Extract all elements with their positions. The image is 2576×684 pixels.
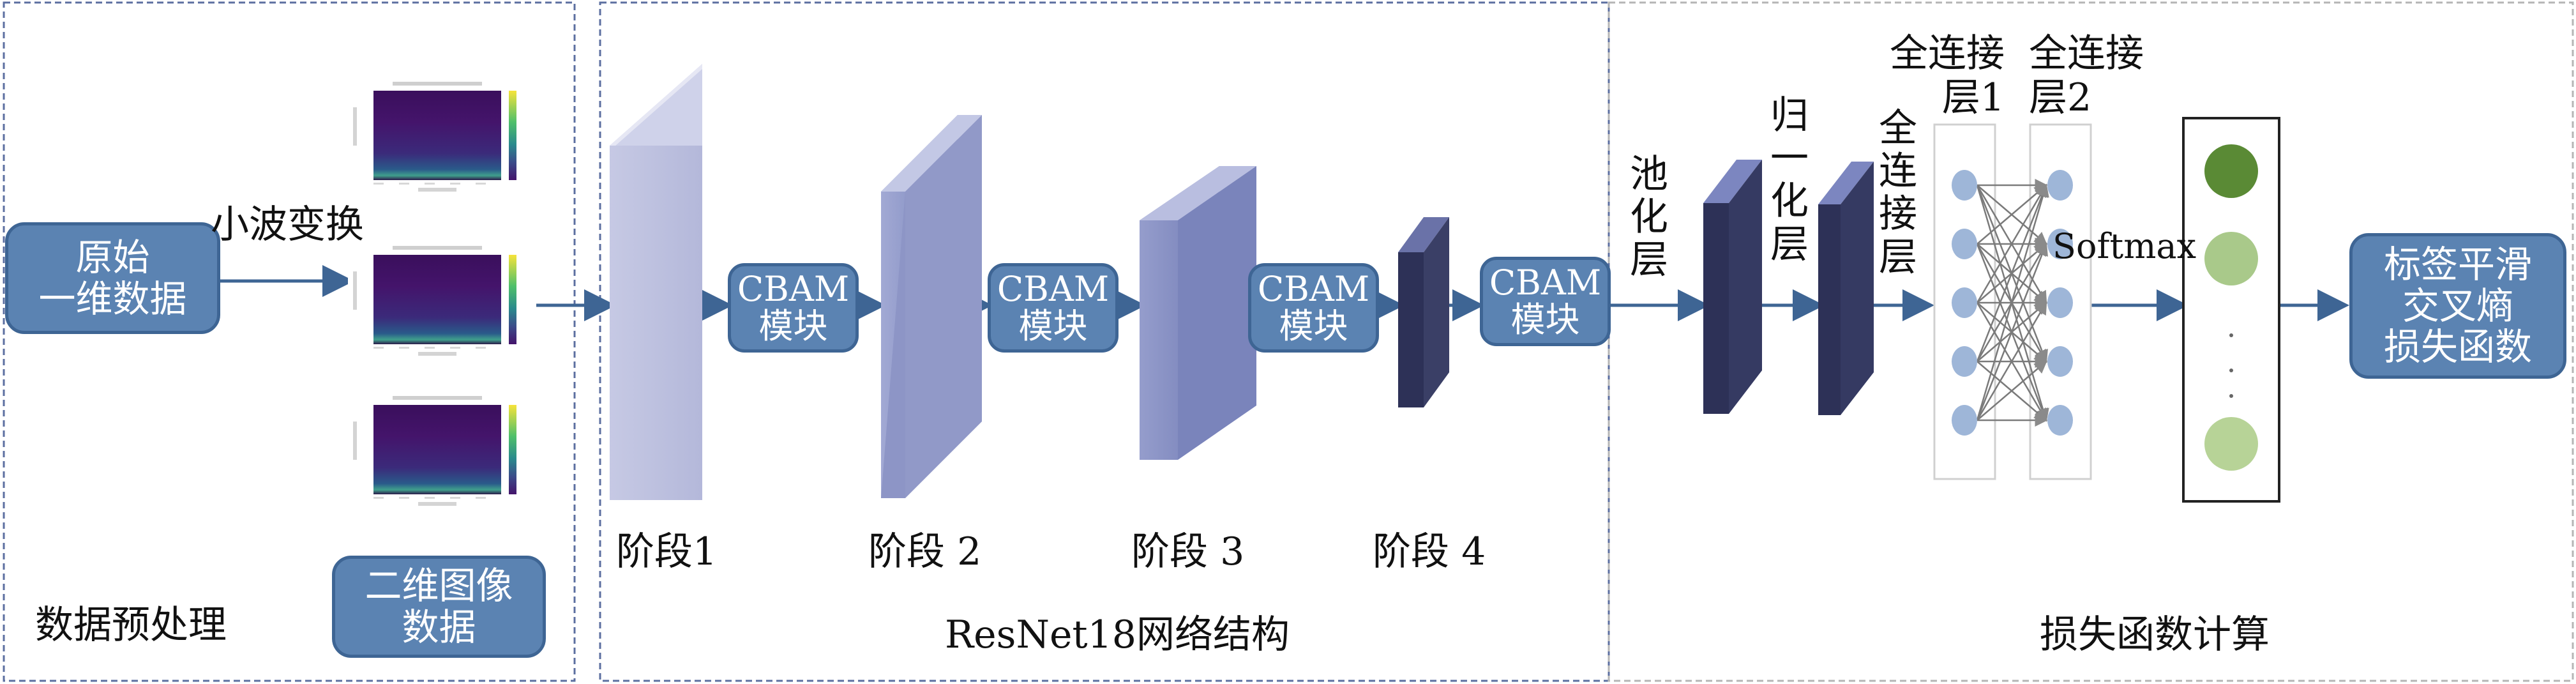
- stage2-label: 阶段 2: [868, 529, 982, 574]
- softmax-label: Softmax: [2053, 226, 2197, 266]
- fc1-node-2: [1952, 229, 1977, 259]
- spectrogram-image-3: [348, 396, 527, 508]
- fc2-label: 全连接 层2: [2029, 31, 2144, 120]
- input-box-label: 原始 一维数据: [38, 235, 187, 321]
- fc-connection-5-4: [1977, 360, 2047, 421]
- fc2-node-4: [2047, 346, 2073, 377]
- cbam-label-1: CBAM 模块: [737, 268, 850, 346]
- loss-box-label: 标签平滑 交叉熵 损失函数: [2383, 242, 2532, 369]
- section-resnet-title: ResNet18网络结构: [945, 612, 1290, 657]
- cbam-label-4: CBAM 模块: [1489, 262, 1602, 340]
- fc2-node-3: [2047, 287, 2073, 318]
- stage2-block: [881, 115, 982, 498]
- fc-connection-5-3: [1976, 301, 2047, 421]
- stage1-label: 阶段1: [616, 529, 718, 574]
- norm-layer: [1818, 162, 1874, 415]
- fc2-node-2: [2047, 229, 2073, 259]
- image-2d-data-box: 二维图像 数据: [332, 556, 546, 658]
- spectrogram-image-1: [348, 82, 527, 194]
- output-node-2: [2204, 232, 2258, 285]
- loss-function-box: 标签平滑 交叉熵 损失函数: [2349, 233, 2566, 379]
- cbam-label-3: CBAM 模块: [1257, 268, 1370, 346]
- fc-connections: [1976, 179, 2049, 427]
- section-loss-frame: [1608, 1, 2574, 682]
- cbam-module-3: CBAM 模块: [1248, 263, 1379, 353]
- fc-layer-label: 全连接层: [1879, 106, 1917, 280]
- section-resnet-frame: [599, 1, 1610, 682]
- wavelet-transform-label: 小波变换: [211, 202, 364, 247]
- section-loss-title: 损失函数计算: [2040, 612, 2270, 657]
- stage4-block: [1398, 217, 1449, 407]
- image-box-label: 二维图像 数据: [365, 564, 513, 649]
- fc-connection-3-1: [1976, 183, 2047, 303]
- cbam-label-2: CBAM 模块: [997, 268, 1110, 346]
- fc1-node-5: [1952, 405, 1977, 436]
- pool-layer-label: 池化层: [1630, 152, 1668, 283]
- cbam-module-1: CBAM 模块: [728, 263, 859, 353]
- norm-layer-label: 归一化层: [1770, 93, 1809, 267]
- cbam-module-2: CBAM 模块: [988, 263, 1119, 353]
- fc1-node-3: [1952, 287, 1977, 318]
- output-dot-1: [2229, 333, 2233, 337]
- output-dot-3: [2229, 394, 2233, 398]
- pool-layer: [1703, 160, 1762, 414]
- fc1-label: 全连接 层1: [1890, 31, 2005, 120]
- output-node-3: [2204, 417, 2258, 471]
- fc2-node-1: [2047, 170, 2073, 201]
- fc2-node-5: [2047, 405, 2073, 436]
- output-dot-2: [2229, 369, 2233, 372]
- fc1-node-4: [1952, 346, 1977, 377]
- stage3-block: [1140, 166, 1256, 460]
- stage1-block: [610, 64, 702, 500]
- fc-connection-5-1: [1976, 183, 2049, 421]
- fc-connection-2-1: [1977, 184, 2047, 245]
- stage4-label: 阶段 4: [1373, 529, 1486, 574]
- output-node-1: [2204, 144, 2258, 198]
- cbam-module-4: CBAM 模块: [1480, 257, 1611, 346]
- fc-nodes: [1952, 170, 2073, 436]
- spectrogram-image-2: [348, 246, 527, 358]
- stage3-label: 阶段 3: [1131, 529, 1245, 574]
- input-raw-1d-data-box: 原始 一维数据: [5, 222, 220, 334]
- fc-connection-4-1: [1976, 183, 2048, 362]
- fc-connection-5-2: [1976, 242, 2048, 421]
- section-preprocess-frame: [3, 1, 576, 682]
- fc1-node-1: [1952, 170, 1977, 201]
- section-preprocess-title: 数据预处理: [35, 603, 227, 648]
